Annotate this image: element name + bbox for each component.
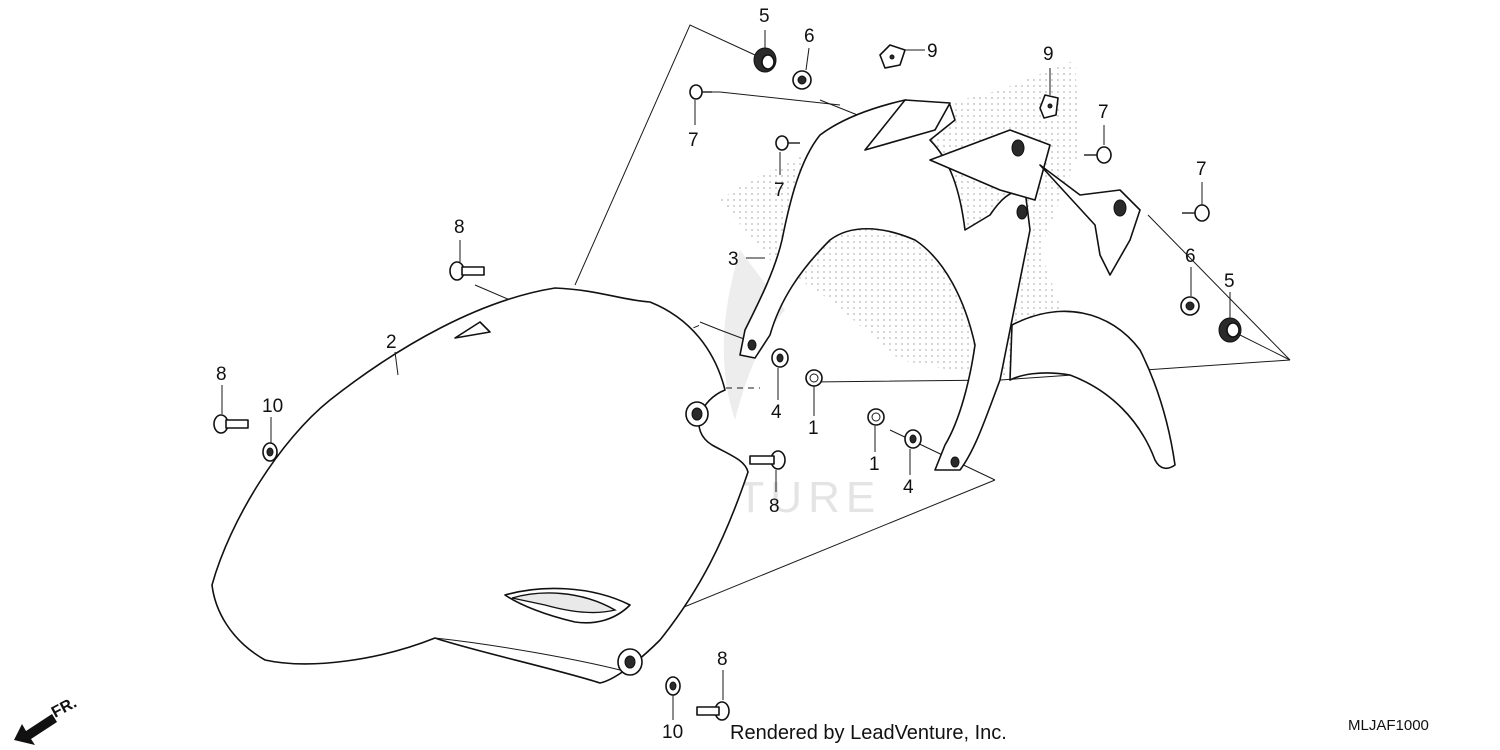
collar-1b: [867, 408, 885, 426]
bolt-8b: [213, 414, 249, 434]
callout-8-bottom: 8: [717, 649, 728, 670]
diagram-code: MLJAF1000: [1348, 717, 1429, 734]
inner-fender: [739, 99, 1176, 471]
washer-10a: [262, 442, 278, 462]
front-direction-arrow: FR.: [14, 694, 80, 745]
screw-7a: [689, 84, 712, 100]
callout-5-top: 5: [759, 6, 770, 27]
callout-10-left: 10: [262, 396, 283, 417]
callout-leaders: [221, 30, 1231, 720]
callout-8-mid: 8: [769, 496, 780, 517]
bolt-8a: [449, 261, 485, 281]
callout-1-left: 1: [808, 418, 819, 439]
washer-4b: [904, 429, 922, 449]
screw-7b: [775, 135, 800, 151]
callout-7-right: 7: [1098, 102, 1109, 123]
callout-5-right: 5: [1224, 271, 1235, 292]
washer-10b: [665, 676, 681, 696]
grommet-5b: [1218, 317, 1242, 343]
bolt-8c: [749, 450, 786, 470]
callout-9-right: 9: [1043, 44, 1054, 65]
callout-2: 2: [386, 332, 397, 353]
front-fender: [211, 287, 749, 684]
callout-7-topleft: 7: [688, 130, 699, 151]
callout-6-top: 6: [804, 26, 815, 47]
callout-4-right: 4: [903, 477, 914, 498]
arrow-left-icon: [14, 714, 57, 745]
callout-1-right: 1: [869, 454, 880, 475]
washer-4a: [771, 348, 789, 368]
bolt-8d: [696, 701, 730, 721]
callout-8-left: 8: [216, 364, 227, 385]
callout-6-right: 6: [1185, 246, 1196, 267]
collar-1a: [805, 369, 823, 387]
callout-7-farright: 7: [1196, 159, 1207, 180]
screw-7d: [1182, 204, 1210, 222]
callout-10-bottom: 10: [662, 722, 683, 743]
grommet-5a: [753, 47, 777, 73]
render-credit: Rendered by LeadVenture, Inc.: [730, 722, 1007, 744]
clip-nut-9a: [879, 44, 906, 69]
collar-6a: [792, 70, 812, 90]
callout-4-left: 4: [771, 402, 782, 423]
collar-6b: [1180, 296, 1200, 316]
clip-nut-9b: [1039, 94, 1059, 119]
callout-9-left: 9: [927, 41, 938, 62]
screw-7c: [1084, 146, 1112, 164]
callout-8-upper: 8: [454, 217, 465, 238]
callout-7-mid: 7: [774, 180, 785, 201]
callout-3: 3: [728, 249, 739, 270]
